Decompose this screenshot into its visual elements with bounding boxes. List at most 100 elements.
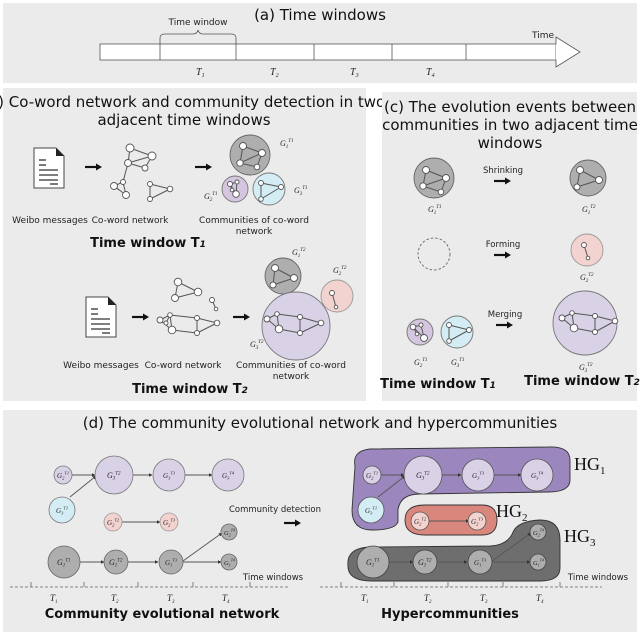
forming-label: Forming	[486, 240, 521, 250]
community-detection-label: Community detection	[229, 505, 321, 515]
timeline-bar	[99, 36, 581, 68]
window-label-t3: T3	[350, 67, 359, 79]
node-label: G2T4	[533, 528, 544, 538]
event-forming: Forming G2T2	[417, 233, 604, 284]
panel-d: (d) The community evolutional network an…	[3, 410, 637, 632]
communities-label-line2: network	[236, 227, 273, 237]
node-label: G2T1	[366, 471, 378, 481]
label-g3-t2: G3T2	[579, 363, 593, 374]
label-g2-t1: G2T1	[204, 192, 218, 203]
community-g2-t2	[320, 279, 354, 313]
node-label: G3T2	[416, 471, 430, 482]
node-label: G2T3	[163, 518, 176, 528]
node-label: G3T1	[365, 506, 377, 516]
hypercommunities-caption: Hypercommunities	[381, 607, 519, 622]
label-g2-t2: G2T2	[333, 266, 347, 277]
label-g1-t2: G1T2	[582, 205, 596, 216]
node-label: G3T3	[472, 471, 485, 481]
communities-label-line1: Communities of co-word	[236, 361, 346, 371]
time-windows-label: Time windows	[242, 573, 304, 583]
event-merging: G2T1 G3T1 Merging G3T2	[406, 290, 619, 374]
panel-d-title: (d) The community evolutional network an…	[83, 414, 558, 432]
time-window-t1-caption: Time window T1	[380, 377, 496, 392]
weibo-document-icon	[33, 147, 65, 189]
node-label: G1T2	[109, 558, 123, 569]
axis-tick-t3: T3	[480, 593, 488, 605]
label-g1-t2: G1T2	[292, 248, 306, 259]
window-label-t4: T4	[426, 67, 435, 79]
node-label: G2T2	[107, 518, 120, 528]
window-label-t2: T2	[270, 67, 279, 79]
label-g2-t1: G2T1	[414, 358, 428, 369]
node-label: G1T3	[474, 558, 487, 568]
hg1-label: HG1	[574, 454, 606, 477]
window-label-t1: T1	[196, 67, 205, 79]
weibo-document-icon	[85, 296, 117, 338]
node-label: G1T2	[418, 558, 432, 569]
panel-b-title-line2: adjacent time windows	[97, 111, 270, 129]
panel-c-title-line3: windows	[478, 134, 543, 152]
label-g1-t1: G1T1	[428, 205, 442, 216]
axis-tick-t2: T2	[111, 593, 119, 605]
time-window-t2-caption: Time window T2	[524, 374, 640, 389]
label-g3-t2: G3T2	[250, 340, 264, 351]
weibo-messages-label: Weibo messages	[63, 361, 139, 371]
time-window-t2-caption: Time window T2	[132, 382, 248, 397]
community-g3-t2	[261, 291, 331, 361]
node-label: G1T1	[366, 558, 380, 569]
node-label: G3T2	[107, 471, 121, 482]
node-label: G2T4	[224, 528, 235, 538]
coword-network-t2	[156, 277, 221, 336]
time-window-brace	[159, 29, 237, 44]
axis-tick-t3: T3	[167, 593, 175, 605]
event-shrinking: G1T1 Shrinking G1T2	[413, 157, 607, 216]
communities-label-line1: Communities of co-word	[199, 216, 309, 226]
panel-c: (c) The evolution events between communi…	[380, 92, 640, 401]
shrinking-label: Shrinking	[483, 166, 523, 176]
label-g3-t1: G3T1	[451, 358, 465, 369]
time-window-label: Time window	[167, 18, 227, 28]
community-g2-t1	[221, 175, 249, 203]
coword-network-label: Co-word network	[145, 361, 223, 371]
node-label: G1T4	[533, 558, 544, 568]
weibo-messages-label: Weibo messages	[12, 216, 88, 226]
evolutional-network: G2T1 G3T1 G3T2 G3T3 G3T4 G2T2 G2T3 G1T1 …	[10, 455, 304, 622]
node-label: G3T4	[531, 471, 544, 481]
time-windows-label: Time windows	[567, 573, 629, 583]
label-g1-t1: G1T1	[280, 139, 294, 150]
label-g2-t2: G2T2	[580, 273, 594, 284]
axis-tick-t2: T2	[424, 593, 432, 605]
label-g3-t1: G3T1	[294, 186, 308, 197]
node-label: G2T2	[414, 517, 427, 527]
node-label: G3T3	[163, 471, 176, 481]
evolutional-network-caption: Community evolutional network	[45, 607, 280, 622]
hg2-label: HG2	[496, 501, 528, 524]
panel-c-title-line2: communities in two adjacent time	[382, 116, 638, 134]
axis-tick-t4: T4	[536, 593, 544, 605]
axis-tick-t4: T4	[222, 593, 230, 605]
merging-label: Merging	[488, 310, 522, 320]
time-window-t1-caption: Time window T1	[90, 236, 206, 251]
communities-label-line2: network	[273, 372, 310, 382]
axis-tick-t1: T1	[361, 593, 369, 605]
node-label: G3T1	[56, 506, 68, 516]
panel-a-title: (a) Time windows	[254, 6, 386, 24]
hg3-label: HG3	[564, 526, 596, 549]
window-labels: T1 T2 T3 T4	[196, 67, 435, 79]
coword-network-t1	[110, 143, 174, 202]
axis-tick-t1: T1	[50, 593, 58, 605]
time-axis-label: Time	[531, 31, 554, 41]
panel-c-title-line1: (c) The evolution events between	[384, 98, 636, 116]
panel-a: (a) Time windows Time window Time T1 T2 …	[3, 3, 637, 83]
node-label: G2T3	[471, 517, 484, 527]
panel-b: (b) Co-word network and community detect…	[0, 88, 385, 401]
node-label: G1T3	[165, 558, 178, 568]
hypercommunities: G2T1 G3T1 G3T2 G3T3 G3T4 G2T2 G2T3 G1T1 …	[320, 446, 629, 622]
panel-b-title-line1: (b) Co-word network and community detect…	[0, 93, 385, 111]
node-label: G1T4	[224, 558, 235, 568]
communities-t1: G1T1 G2T1 G3T1	[204, 134, 308, 206]
node-label: G2T1	[57, 471, 69, 481]
coword-network-label: Co-word network	[92, 216, 170, 226]
node-label: G3T4	[222, 471, 235, 481]
